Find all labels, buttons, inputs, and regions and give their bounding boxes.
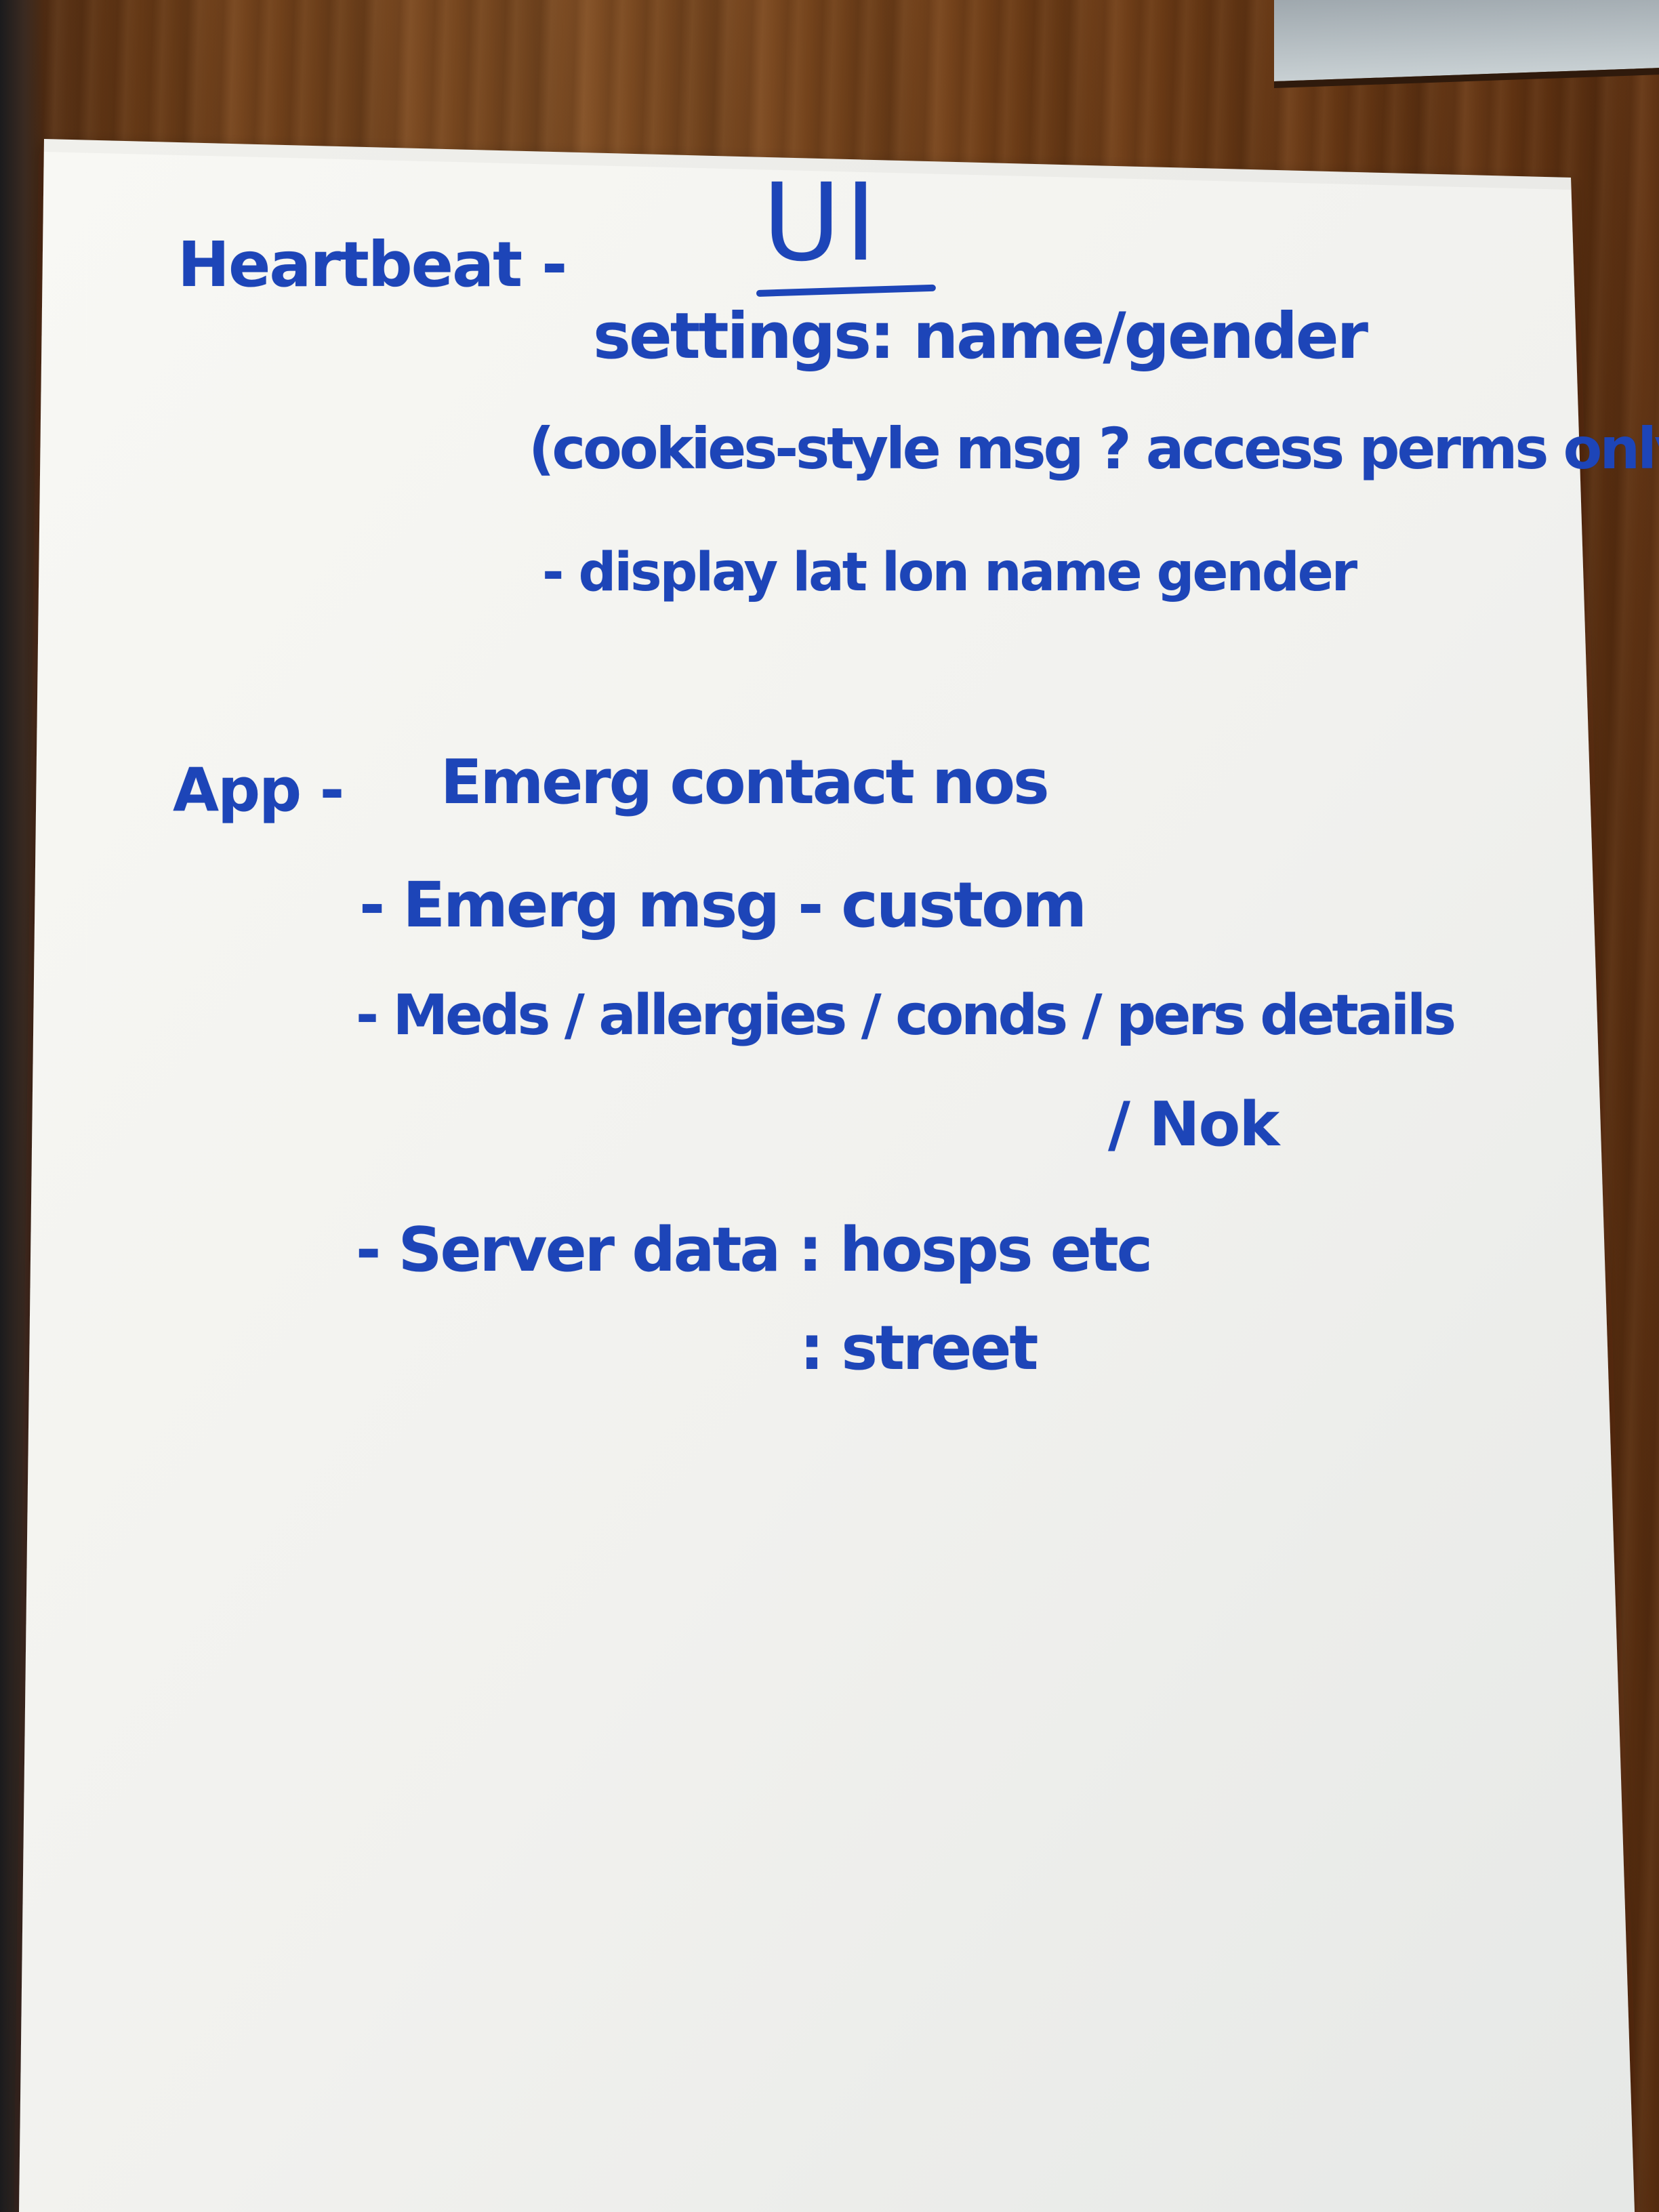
page-title: UI bbox=[762, 161, 881, 285]
title-underline bbox=[756, 284, 937, 297]
app-label: App - bbox=[173, 755, 344, 825]
app-nok-line: / Nok bbox=[1108, 1089, 1279, 1160]
app-emerg-msg-line: - Emerg msg - custom bbox=[359, 869, 1087, 941]
app-details-line: - Meds / allergies / conds / pers detail… bbox=[356, 983, 1456, 1048]
app-server-data-line: - Server data : hosps etc bbox=[356, 1214, 1153, 1286]
left-shadow-edge bbox=[0, 0, 44, 2212]
heartbeat-label: Heartbeat - bbox=[178, 228, 567, 301]
heartbeat-display-line: - display lat lon name gender bbox=[542, 542, 1357, 603]
heartbeat-cookies-line: (cookies-style msg ? access perms only) bbox=[529, 415, 1659, 482]
app-street-line: : street bbox=[800, 1313, 1038, 1384]
heartbeat-settings-line: settings: name/gender bbox=[593, 300, 1368, 373]
app-emerg-contact-line: Emerg contact nos bbox=[441, 747, 1050, 818]
background-wall bbox=[1274, 0, 1659, 88]
